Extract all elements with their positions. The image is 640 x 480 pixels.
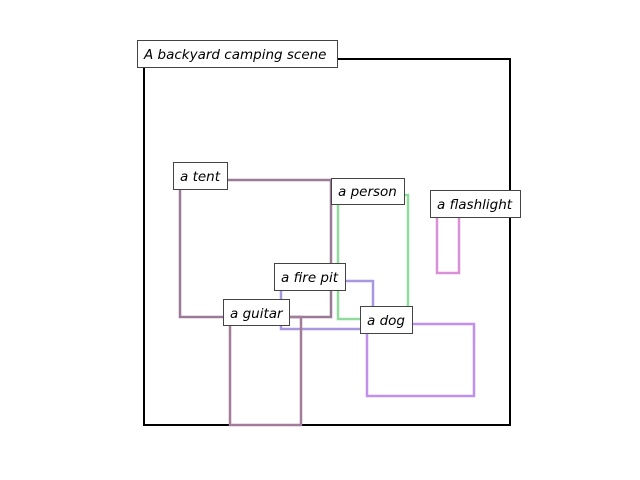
scene-title: A backyard camping scene — [143, 47, 327, 63]
dog-label-text: a dog — [367, 313, 405, 329]
person-label-text: a person — [338, 184, 397, 200]
flashlight-label-text: a flashlight — [437, 197, 513, 213]
tent-label: a tent — [173, 162, 228, 190]
scene-frame — [143, 58, 511, 426]
guitar-label-text: a guitar — [230, 306, 284, 322]
guitar-label: a guitar — [223, 299, 290, 326]
flashlight-label: a flashlight — [430, 190, 521, 218]
fire-pit-label: a fire pit — [274, 263, 346, 291]
person-label: a person — [331, 178, 405, 205]
dog-label: a dog — [360, 306, 413, 334]
tent-label-text: a tent — [180, 169, 221, 185]
dog-box — [365, 322, 476, 398]
fire-pit-label-text: a fire pit — [281, 270, 339, 286]
tent-box — [178, 178, 333, 319]
guitar-box — [228, 315, 303, 427]
scene-title-label: A backyard camping scene — [137, 40, 338, 68]
